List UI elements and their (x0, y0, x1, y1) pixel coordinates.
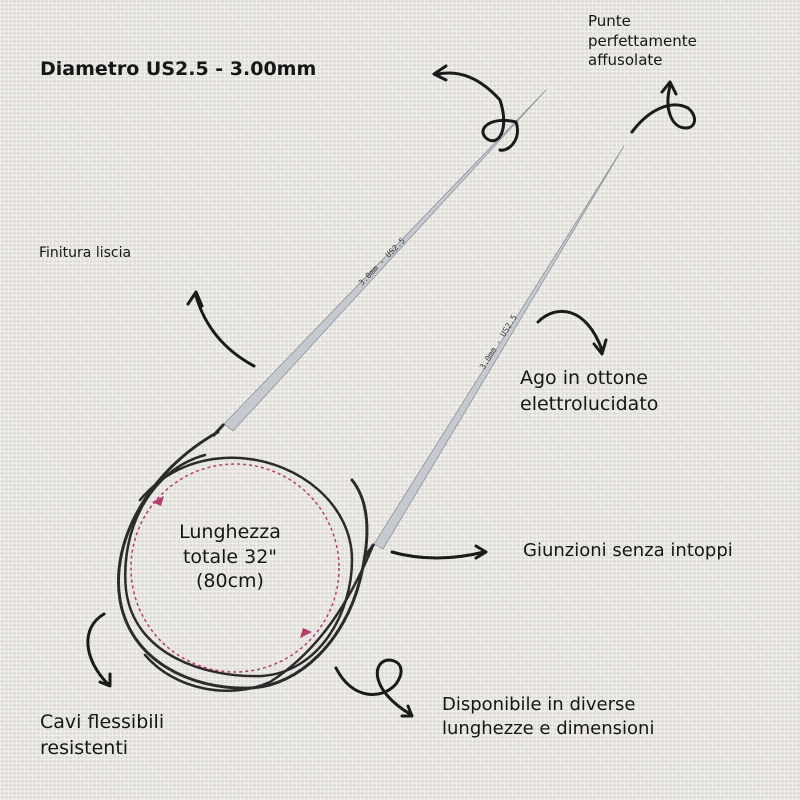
arrow-giunzioni-icon (390, 544, 488, 560)
tapered-tips-line-3: affusolate (588, 51, 663, 69)
arrow-punte-icon (630, 80, 696, 134)
arrowhead-top-left-icon (152, 496, 164, 506)
flexible-cables-label: Cavi flessibili resistenti (40, 710, 260, 761)
flexible-cables-line-1: Cavi flessibili (40, 711, 165, 733)
right-needle: 3.0mm - US2.5 (362, 145, 625, 559)
smooth-joins-label: Giunzioni senza intoppi (523, 540, 733, 561)
total-length-line-1: Lunghezza (179, 521, 281, 543)
arrow-ago-icon (536, 309, 608, 356)
smooth-finish-label: Finitura liscia (39, 245, 132, 261)
tapered-tips-line-1: Punte (588, 12, 631, 30)
availability-label: Disponibile in diverse lunghezze e dimen… (442, 693, 782, 742)
tapered-tips-label: Punte perfettamente affusolate (588, 12, 788, 71)
tapered-tips-line-2: perfettamente (588, 31, 697, 50)
flexible-cables-line-2: resistenti (40, 736, 129, 759)
brass-needle-label: Ago in ottone elettrolucidato (520, 366, 740, 417)
brass-needle-line-2: elettrolucidato (520, 392, 659, 415)
total-length-line-3: (80cm) (196, 570, 264, 593)
left-needle: 3.0mm - US2.5 (211, 89, 547, 438)
length-circle (130, 463, 340, 673)
total-length-line-2: totale 32" (182, 545, 278, 568)
arrowhead-bottom-right-icon (300, 628, 312, 638)
arrow-finitura-icon (186, 290, 256, 368)
availability-line-2: lunghezze e dimensioni (442, 718, 655, 740)
availability-line-1: Disponibile in diverse (442, 694, 636, 715)
total-length-label: Lunghezza totale 32" (80cm) (160, 520, 300, 594)
flexible-cable (117, 430, 374, 692)
arrow-cavi-icon (86, 612, 112, 688)
diameter-label: Diametro US2.5 - 3.00mm (40, 58, 317, 80)
left-needle-marking: 3.0mm - US2.5 (357, 236, 407, 287)
arrow-diametro-icon (432, 64, 519, 152)
brass-needle-line-1: Ago in ottone (520, 367, 648, 389)
right-needle-marking: 3.0mm - US2.5 (478, 313, 519, 371)
arrow-disponibile-icon (334, 658, 414, 718)
